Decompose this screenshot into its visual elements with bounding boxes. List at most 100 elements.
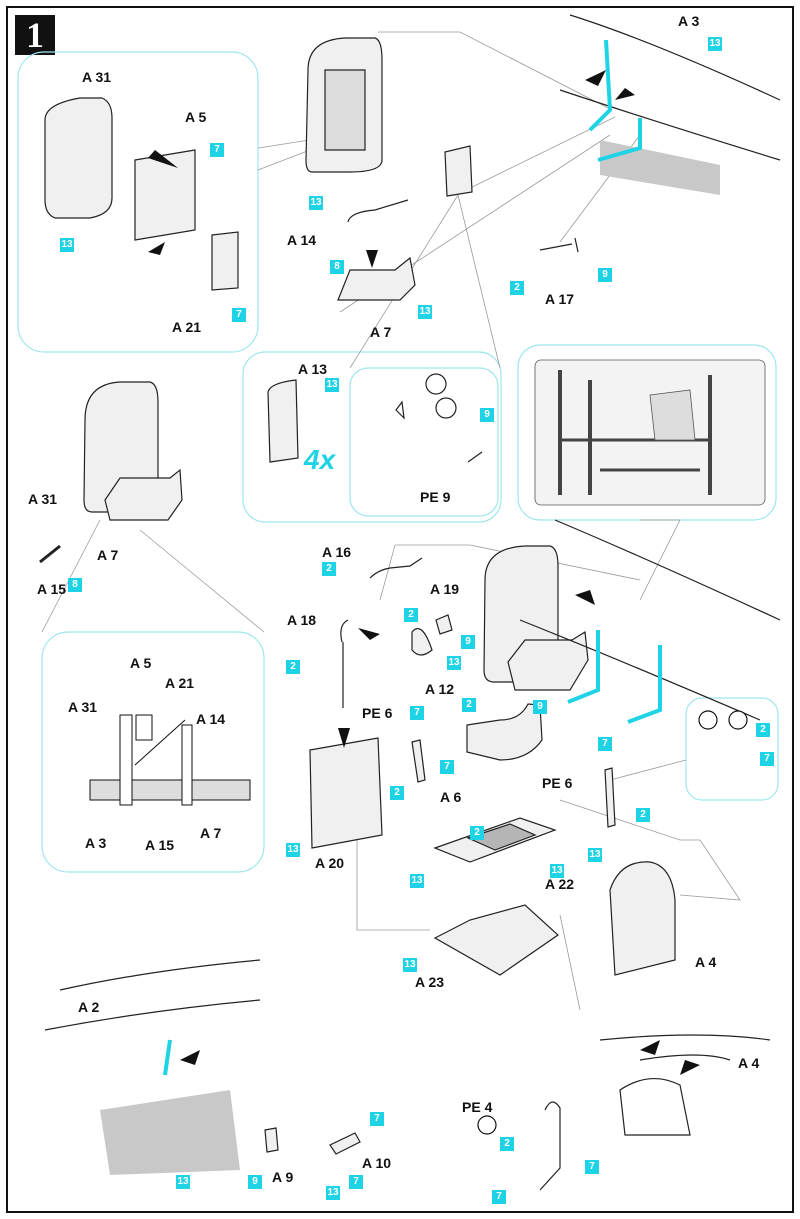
part-a21-detail — [211, 231, 239, 291]
paint-code: 2 — [286, 660, 300, 674]
label-a31-section: A 31 — [68, 699, 98, 715]
label-a7: A 7 — [370, 324, 392, 340]
label-a22: A 22 — [545, 876, 575, 892]
part-a20-frame — [309, 737, 383, 849]
label-pe6-right: PE 6 — [542, 775, 573, 791]
part-a18-lever — [340, 619, 349, 708]
label-a5: A 5 — [185, 109, 207, 125]
label-a6: A 6 — [440, 789, 462, 805]
label-a12: A 12 — [425, 681, 455, 697]
label-a4-bottom: A 4 — [738, 1055, 760, 1071]
label-a7-mid: A 7 — [97, 547, 119, 563]
paint-code: 9 — [480, 408, 494, 422]
label-a9: A 9 — [272, 1169, 294, 1185]
paint-code: 7 — [349, 1175, 363, 1189]
part-a13-plate — [444, 145, 473, 197]
label-a4-mid: A 4 — [695, 954, 717, 970]
label-a14-section: A 14 — [196, 711, 226, 727]
paint-code: 2 — [636, 808, 650, 822]
label-a15-section: A 15 — [145, 837, 175, 853]
label-a21: A 21 — [172, 319, 202, 335]
part-a17-pin — [539, 237, 579, 253]
paint-code: 2 — [500, 1137, 514, 1151]
part-a16-rail — [369, 557, 423, 579]
paint-code: 2 — [470, 826, 484, 840]
paint-code: 7 — [585, 1160, 599, 1174]
label-a10: A 10 — [362, 1155, 392, 1171]
label-a3: A 3 — [678, 13, 700, 29]
label-pe9: PE 9 — [420, 489, 451, 505]
label-pe6-left: PE 6 — [362, 705, 393, 721]
paint-code: 2 — [756, 723, 770, 737]
paint-code: 7 — [410, 706, 424, 720]
part-a10-bracket — [329, 1132, 361, 1155]
label-pe4: PE 4 — [462, 1099, 493, 1115]
detail-bubble-section — [41, 631, 265, 873]
label-a14: A 14 — [287, 232, 317, 248]
paint-code: 7 — [232, 308, 246, 322]
label-a5-section: A 5 — [130, 655, 152, 671]
part-a5-detail — [134, 149, 196, 241]
part-a9-block — [264, 1127, 279, 1153]
label-a3-section: A 3 — [85, 835, 107, 851]
step-number: 1 — [15, 15, 55, 55]
paint-code: 13 — [309, 196, 323, 210]
part-a23-panel — [433, 904, 559, 976]
part-a14-rod — [347, 199, 409, 223]
paint-code: 7 — [440, 760, 454, 774]
label-a13: A 13 — [298, 361, 328, 377]
paint-code: 7 — [598, 737, 612, 751]
paint-code: 13 — [60, 238, 74, 252]
paint-code: 13 — [325, 378, 339, 392]
part-a19-knob — [435, 614, 453, 635]
paint-code: 13 — [176, 1175, 190, 1189]
label-a20: A 20 — [315, 855, 345, 871]
paint-code: 8 — [330, 260, 344, 274]
part-a13-detail — [267, 379, 299, 463]
part-a31-detail — [44, 97, 113, 219]
paint-code: 13 — [410, 874, 424, 888]
part-pe9-detail — [395, 400, 483, 463]
part-pe4-strap — [539, 1101, 561, 1191]
part-a7-bracket — [337, 256, 416, 301]
detail-bubble-bend — [685, 697, 779, 801]
paint-code: 13 — [588, 848, 602, 862]
paint-code: 7 — [370, 1112, 384, 1126]
paint-code: 13 — [403, 958, 417, 972]
paint-code: 9 — [248, 1175, 262, 1189]
quantity-multiplier: 4x — [304, 444, 336, 475]
label-a19: A 19 — [430, 581, 460, 597]
part-a15-mid — [39, 544, 61, 564]
paint-code: 2 — [322, 562, 336, 576]
paint-code: 13 — [708, 37, 722, 51]
part-a6-cushion — [466, 703, 543, 761]
bend-up-icon — [477, 1115, 497, 1135]
label-a17: A 17 — [545, 291, 575, 307]
bend-up-icon — [698, 710, 718, 730]
paint-code: 13 — [550, 864, 564, 878]
label-a21-section: A 21 — [165, 675, 195, 691]
part-a12-handle — [411, 628, 433, 656]
part-a7-assembled — [507, 630, 589, 691]
detail-bubble-seat-back — [17, 51, 259, 353]
part-pe6-left — [411, 739, 426, 783]
label-a2: A 2 — [78, 999, 100, 1015]
label-a23: A 23 — [415, 974, 445, 990]
paint-code: 8 — [68, 578, 82, 592]
paint-code: 13 — [286, 843, 300, 857]
fuselage-right-top — [569, 14, 781, 101]
bend-direction-icon — [728, 710, 748, 730]
paint-code: 2 — [462, 698, 476, 712]
part-pe6-right — [604, 767, 616, 828]
paint-code: 2 — [404, 608, 418, 622]
paint-code: 13 — [447, 656, 461, 670]
detail-bubble-pe9 — [349, 367, 499, 517]
paint-code: 9 — [461, 635, 475, 649]
detail-bubble-a13 — [242, 351, 502, 523]
paint-code: 7 — [492, 1190, 506, 1204]
label-a7-section: A 7 — [200, 825, 222, 841]
paint-code: 2 — [390, 786, 404, 800]
paint-code: 7 — [760, 752, 774, 766]
label-a31: A 31 — [82, 69, 112, 85]
